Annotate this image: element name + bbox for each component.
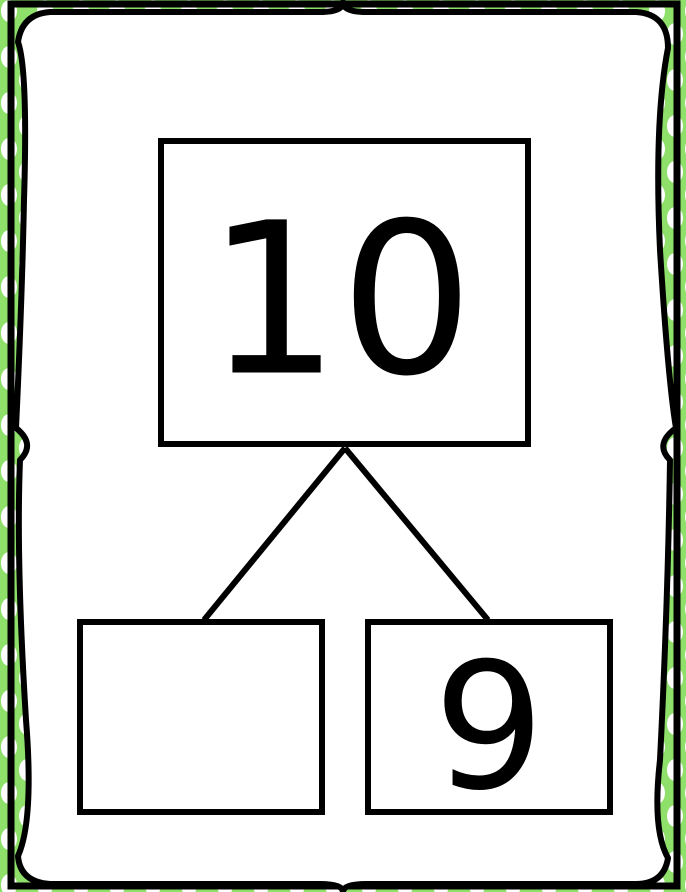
part-box-left [80,622,322,812]
part-right-number: 9 [433,627,544,830]
whole-number: 10 [206,178,473,423]
whole-box: 10 [161,141,528,444]
part-box-right: 9 [368,622,610,830]
